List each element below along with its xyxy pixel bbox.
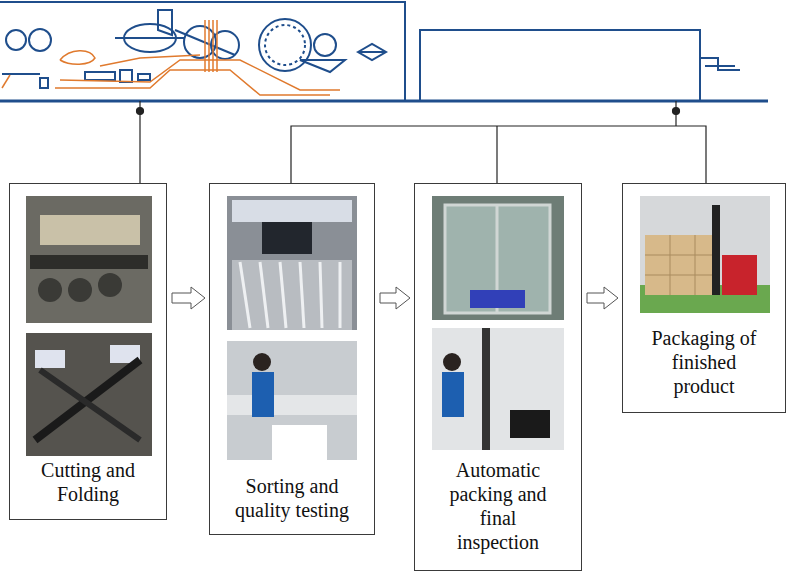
hollow-arrow <box>172 287 205 309</box>
process-box: Sorting and quality testing <box>209 183 375 535</box>
step-label: Automatic packing and final inspection <box>439 458 557 554</box>
process-box: Cutting and Folding <box>9 183 167 520</box>
step-label: Packaging of finished product <box>642 326 766 398</box>
feed-lines <box>137 101 707 183</box>
process-box: Packaging of finished product <box>622 183 786 413</box>
hollow-arrow <box>380 287 410 309</box>
machine-outline <box>0 2 740 101</box>
step-label: Sorting and quality testing <box>217 474 367 522</box>
photos <box>26 196 770 460</box>
process-box: Automatic packing and final inspection <box>414 183 582 571</box>
step-label: Cutting and Folding <box>18 458 158 506</box>
web-path <box>2 20 340 95</box>
hollow-arrow <box>587 287 618 309</box>
base-line <box>0 100 768 103</box>
